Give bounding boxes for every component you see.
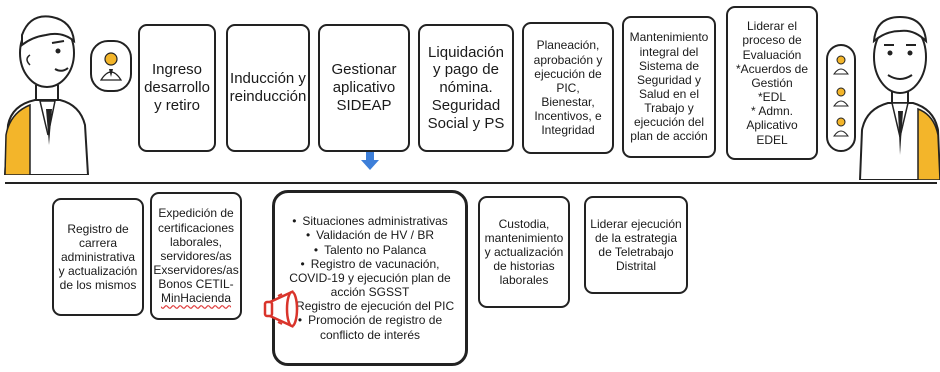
process-box-sst: Mantenimiento integral del Sistema de Se… (622, 16, 716, 158)
process-box-evaluacion: Liderar el proceso de Evaluación *Acuerd… (726, 6, 818, 160)
divider-line (5, 182, 937, 184)
process-box-ingreso-label: Ingreso desarrollo y retiro (144, 61, 210, 114)
person-left-icon (3, 15, 90, 176)
process-box-pic: Planeación, aprobación y ejecución de PI… (522, 22, 614, 154)
task-box-teletrabajo: Liderar ejecución de la estrategia de Te… (584, 196, 688, 294)
process-box-sst-label: Mantenimiento integral del Sistema de Se… (629, 30, 709, 144)
people-avatars-icon (833, 55, 849, 137)
task-box-situaciones: Situaciones administrativas Validación d… (272, 190, 468, 366)
task-box-registro-carrera-label: Registro de carrera administrativa y act… (58, 221, 138, 293)
list-item: Promoción de registro de conflicto de in… (283, 313, 457, 341)
situaciones-list: Situaciones administrativas Validación d… (283, 214, 457, 341)
speech-bubble-left (90, 40, 132, 92)
evaluacion-line-2: *Acuerdos de Gestión (735, 61, 809, 90)
left-person-illustration (0, 5, 90, 176)
list-item: Situaciones administrativas (283, 214, 457, 228)
process-box-nomina-label: Liquidación y pago de nómina. Seguridad … (427, 43, 505, 132)
task-box-registro-carrera: Registro de carrera administrativa y act… (52, 198, 144, 316)
process-box-sideap-label: Gestionar aplicativo SIDEAP (331, 61, 397, 114)
evaluacion-line-3: *EDL (757, 90, 786, 105)
task-box-teletrabajo-label: Liderar ejecución de la estrategia de Te… (590, 216, 682, 274)
process-box-sideap: Gestionar aplicativo SIDEAP (318, 24, 410, 152)
process-box-nomina: Liquidación y pago de nómina. Seguridad … (418, 24, 514, 152)
person-right-icon (858, 15, 940, 181)
certificaciones-line-1: Expedición de certificaciones laborales,… (153, 206, 239, 292)
process-box-induccion-label: Inducción y reinducción (229, 70, 307, 105)
process-box-ingreso: Ingreso desarrollo y retiro (138, 24, 216, 152)
evaluacion-line-1: Liderar el proceso de Evaluación (742, 19, 802, 62)
speech-bubble-right (826, 44, 856, 152)
task-box-historias-label: Custodia, mantenimiento y actualización … (484, 216, 564, 288)
process-box-induccion: Inducción y reinducción (226, 24, 310, 152)
person-avatar-icon (99, 52, 123, 81)
list-item: Registro de ejecución del PIC (283, 299, 457, 313)
task-box-certificaciones: Expedición de certificaciones laborales,… (150, 192, 242, 320)
certificaciones-line-2: MinHacienda (160, 291, 232, 306)
list-item: Registro de vacunación, COVID-19 y ejecu… (283, 257, 457, 299)
evaluacion-line-4: * Admn. Aplicativo EDEL (746, 104, 798, 147)
process-box-pic-label: Planeación, aprobación y ejecución de PI… (533, 38, 603, 138)
right-person-illustration (858, 5, 940, 181)
megaphone-icon (262, 286, 308, 332)
list-item: Talento no Palanca (283, 243, 457, 257)
list-item: Validación de HV / BR (283, 228, 457, 242)
task-box-historias: Custodia, mantenimiento y actualización … (478, 196, 570, 308)
down-arrow-icon (359, 150, 381, 172)
